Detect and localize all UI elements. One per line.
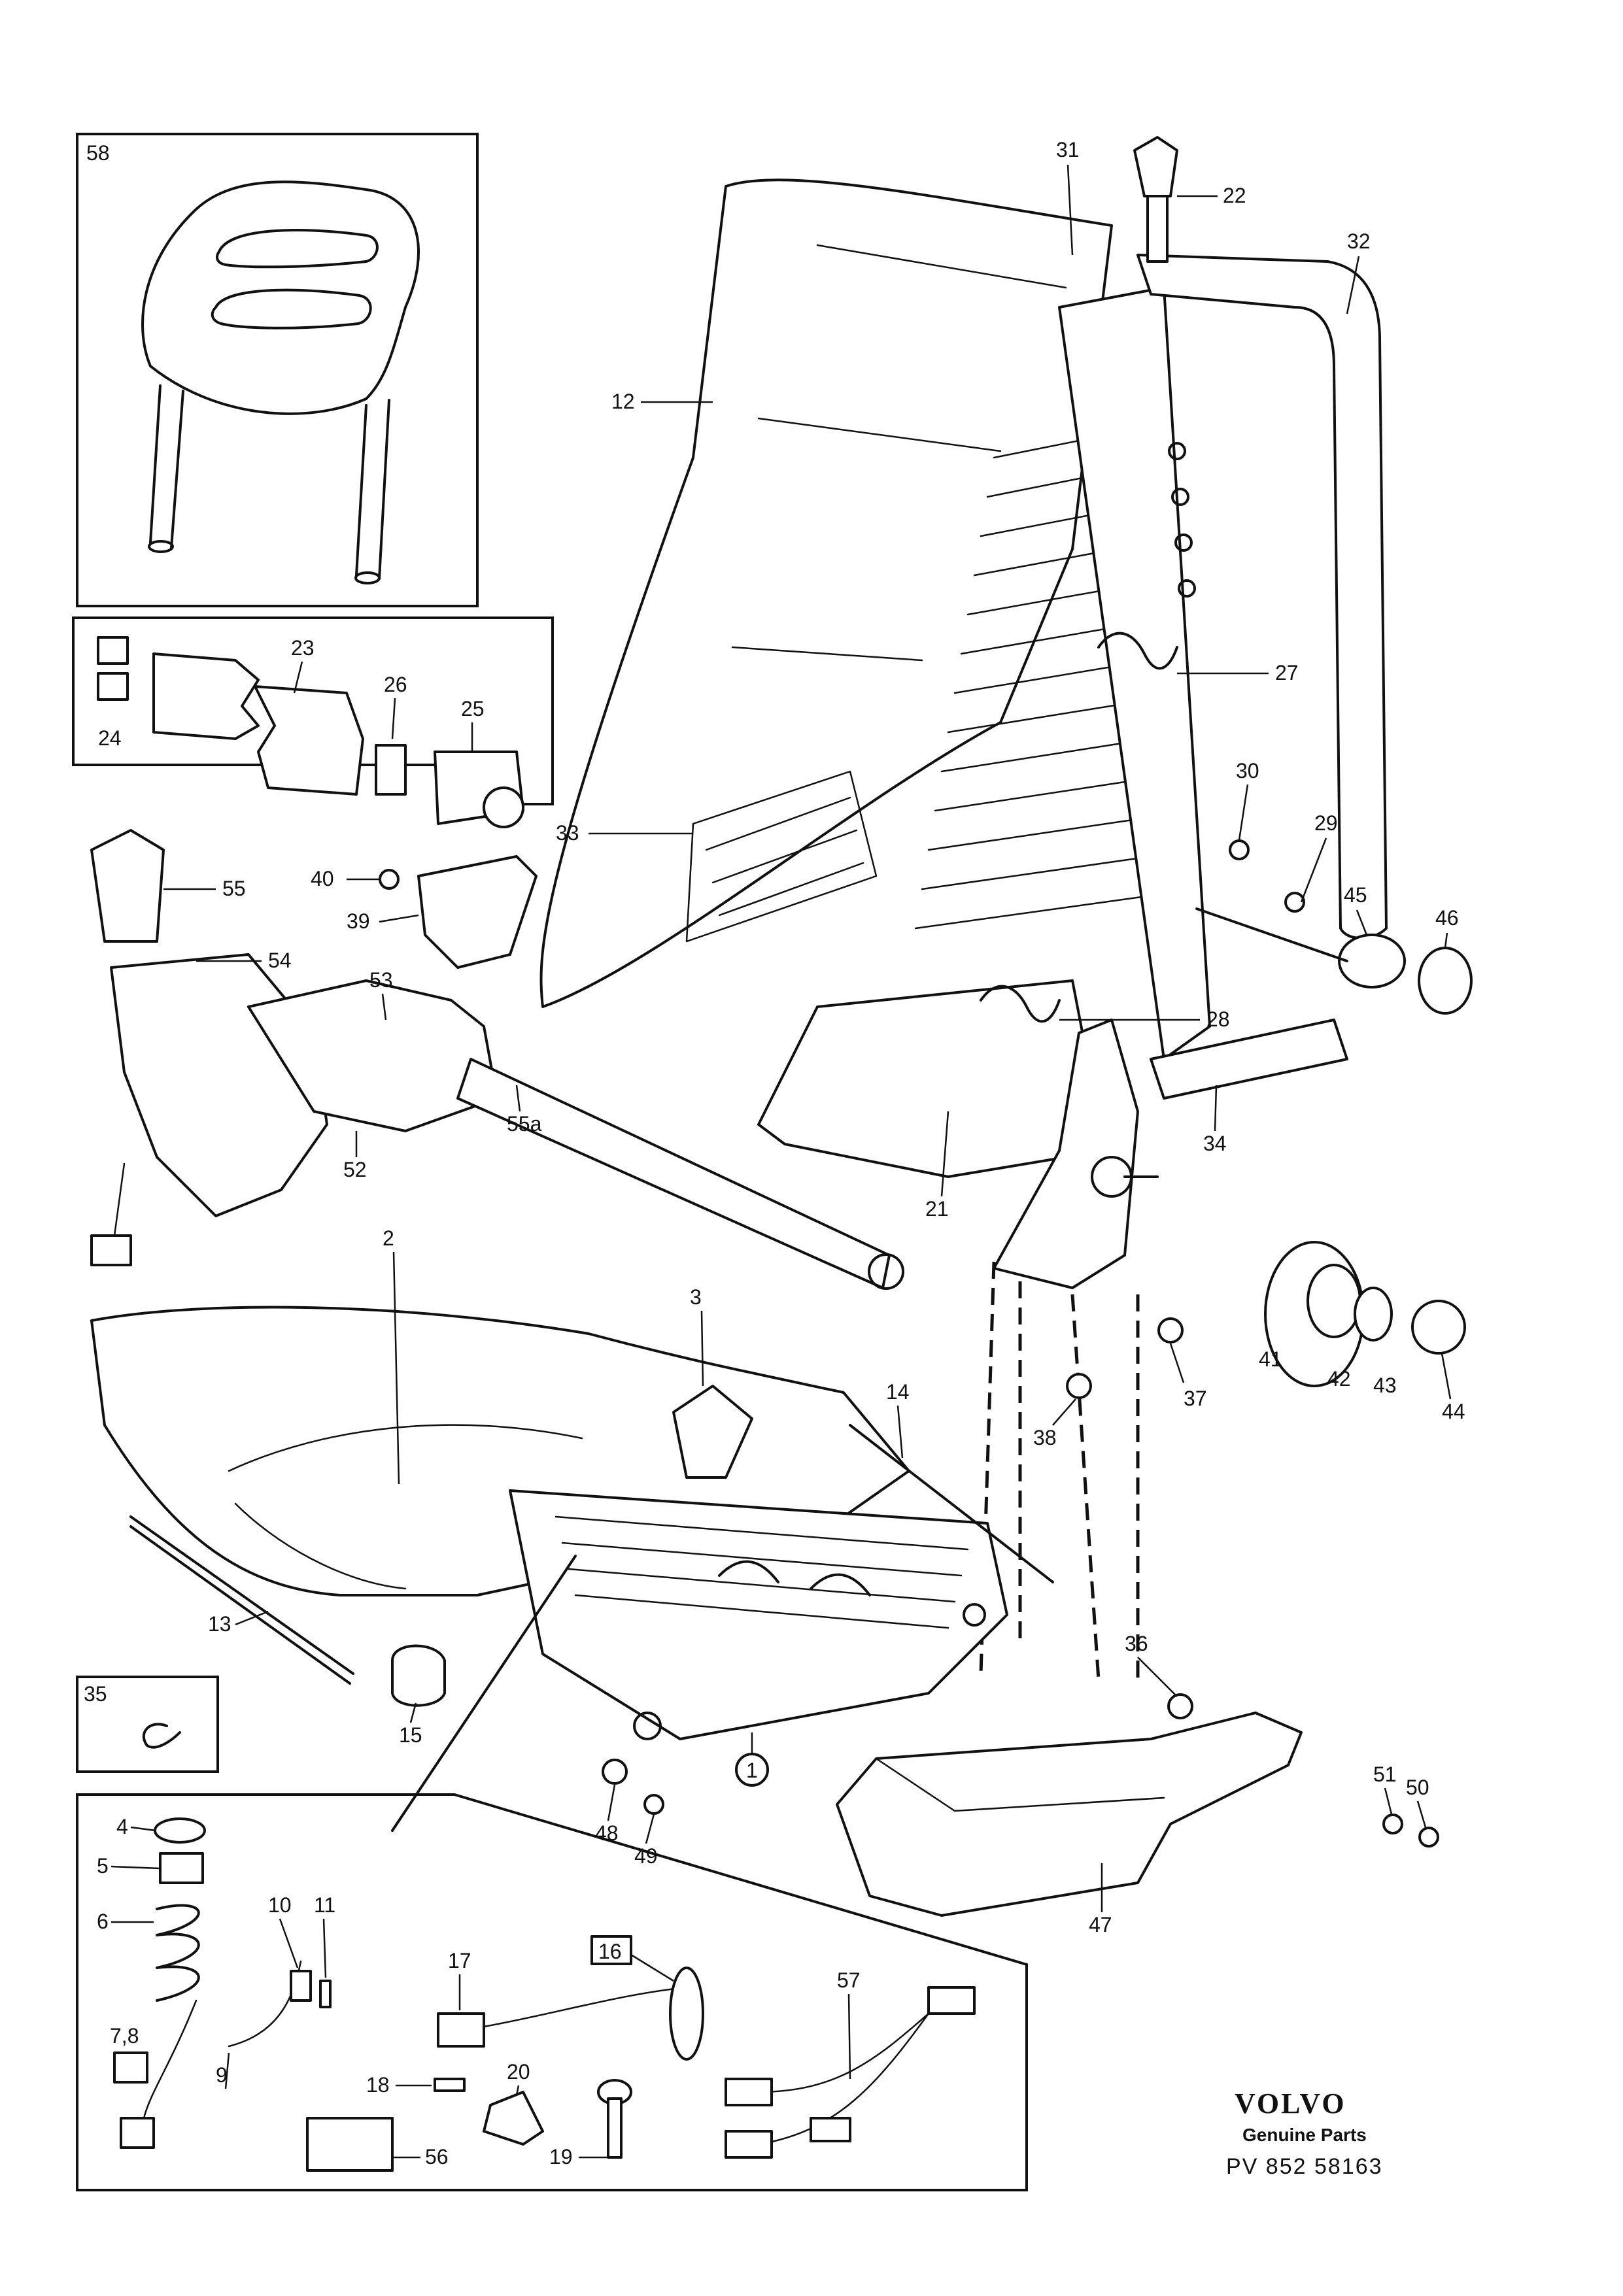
- label-16: 16: [598, 1940, 622, 1963]
- seatbelt-buckle-assembly: [90, 829, 904, 1290]
- label-44: 44: [1442, 1400, 1465, 1423]
- label-27: 27: [1275, 661, 1299, 684]
- wiring-inset: [76, 1555, 1028, 2191]
- headrest-guide-22: [1133, 136, 1178, 263]
- label-28: 28: [1206, 1007, 1230, 1031]
- label-55: 55: [222, 877, 246, 900]
- label-50: 50: [1406, 1776, 1429, 1799]
- label-18: 18: [366, 2073, 390, 2097]
- label-37: 37: [1184, 1387, 1207, 1410]
- label-39: 39: [347, 909, 370, 933]
- label-25: 25: [461, 697, 485, 720]
- trim-parts-inset: 23 24 26 25: [72, 616, 554, 828]
- armrest-47: [836, 1712, 1303, 1917]
- recliner-bracket: [993, 1019, 1159, 1289]
- part-code-text: PV 852 58163: [1226, 2154, 1383, 2179]
- label-26: 26: [384, 673, 407, 696]
- label-56: 56: [425, 2145, 449, 2169]
- label-23: 23: [291, 636, 315, 660]
- headrest-inset: 58: [76, 133, 479, 607]
- label-36: 36: [1125, 1632, 1148, 1655]
- backrest-cushion: [539, 178, 1113, 1178]
- label-5: 5: [97, 1854, 109, 1878]
- label-1: 1: [746, 1759, 758, 1782]
- label-43: 43: [1373, 1374, 1397, 1397]
- label-12: 12: [611, 390, 635, 413]
- callout-labels: 31 22 32 12 27 30 29 33 45 46 28 34 21 4…: [97, 138, 1465, 2169]
- label-2: 2: [383, 1226, 394, 1250]
- label-33: 33: [556, 821, 579, 845]
- label-51: 51: [1373, 1763, 1397, 1786]
- label-42: 42: [1327, 1367, 1351, 1391]
- label-17: 17: [448, 1949, 471, 1972]
- cover-strip-13: [129, 1515, 354, 1685]
- label-24: 24: [98, 726, 122, 750]
- label-30: 30: [1236, 759, 1259, 783]
- brand-block: VOLVO Genuine Parts PV 852 58163: [1226, 2087, 1383, 2179]
- label-6: 6: [97, 1910, 109, 1933]
- label-34: 34: [1203, 1132, 1227, 1155]
- label-22: 22: [1223, 184, 1246, 207]
- label-32: 32: [1347, 229, 1371, 253]
- label-29: 29: [1314, 811, 1338, 835]
- label-35: 35: [84, 1682, 107, 1706]
- label-40: 40: [311, 867, 334, 890]
- switch-25: [434, 751, 524, 828]
- label-58: 58: [86, 141, 110, 165]
- label-10: 10: [268, 1893, 292, 1917]
- clamp-19-20: [483, 2079, 632, 2159]
- headrest-drawing: [141, 180, 420, 584]
- label-14: 14: [886, 1380, 910, 1404]
- harness-16-17: [434, 1967, 704, 2092]
- label-31: 31: [1056, 138, 1080, 161]
- relay-56: [306, 2117, 394, 2172]
- label-9: 9: [216, 2063, 228, 2087]
- label-4: 4: [116, 1815, 128, 1838]
- panel-23: [152, 652, 364, 796]
- clip-inset-35: 35: [76, 1676, 219, 1773]
- label-57: 57: [837, 1968, 861, 1992]
- cover-39: [417, 855, 538, 969]
- label-15: 15: [399, 1723, 422, 1747]
- label-1-circle: 1: [735, 1732, 769, 1787]
- seat-frame-springs: [509, 1385, 1008, 1740]
- label-3: 3: [690, 1285, 702, 1309]
- label-55a: 55a: [507, 1112, 542, 1136]
- clip-24: [97, 636, 129, 701]
- spring-connector-4-9: [113, 1817, 332, 2149]
- bushing-15: [391, 1644, 446, 1707]
- backrest-frame-springs: [914, 286, 1211, 1060]
- screws-misc: [379, 839, 1439, 1848]
- volvo-logo-text: VOLVO: [1235, 2087, 1346, 2119]
- label-41: 41: [1259, 1347, 1282, 1371]
- tube-34: [1150, 1019, 1348, 1100]
- label-38: 38: [1033, 1426, 1057, 1449]
- label-20: 20: [507, 2060, 530, 2084]
- label-13: 13: [208, 1612, 231, 1636]
- label-16-box: 16: [590, 1935, 674, 1982]
- clip-26: [375, 744, 407, 796]
- label-52: 52: [343, 1158, 367, 1181]
- label-47: 47: [1089, 1913, 1112, 1936]
- label-45: 45: [1344, 883, 1367, 907]
- label-48: 48: [595, 1821, 619, 1845]
- label-46: 46: [1435, 906, 1459, 930]
- label-53: 53: [369, 968, 393, 992]
- label-19: 19: [549, 2145, 573, 2169]
- genuine-parts-text: Genuine Parts: [1242, 2125, 1367, 2145]
- label-11: 11: [314, 1893, 335, 1917]
- label-7-8: 7,8: [110, 2024, 139, 2048]
- label-21: 21: [925, 1197, 949, 1221]
- knob-assembly: [1195, 907, 1473, 1387]
- harness-57: [725, 1986, 976, 2159]
- label-49: 49: [634, 1844, 658, 1868]
- label-54: 54: [268, 949, 292, 972]
- edge-strip-14: [849, 1424, 1054, 1583]
